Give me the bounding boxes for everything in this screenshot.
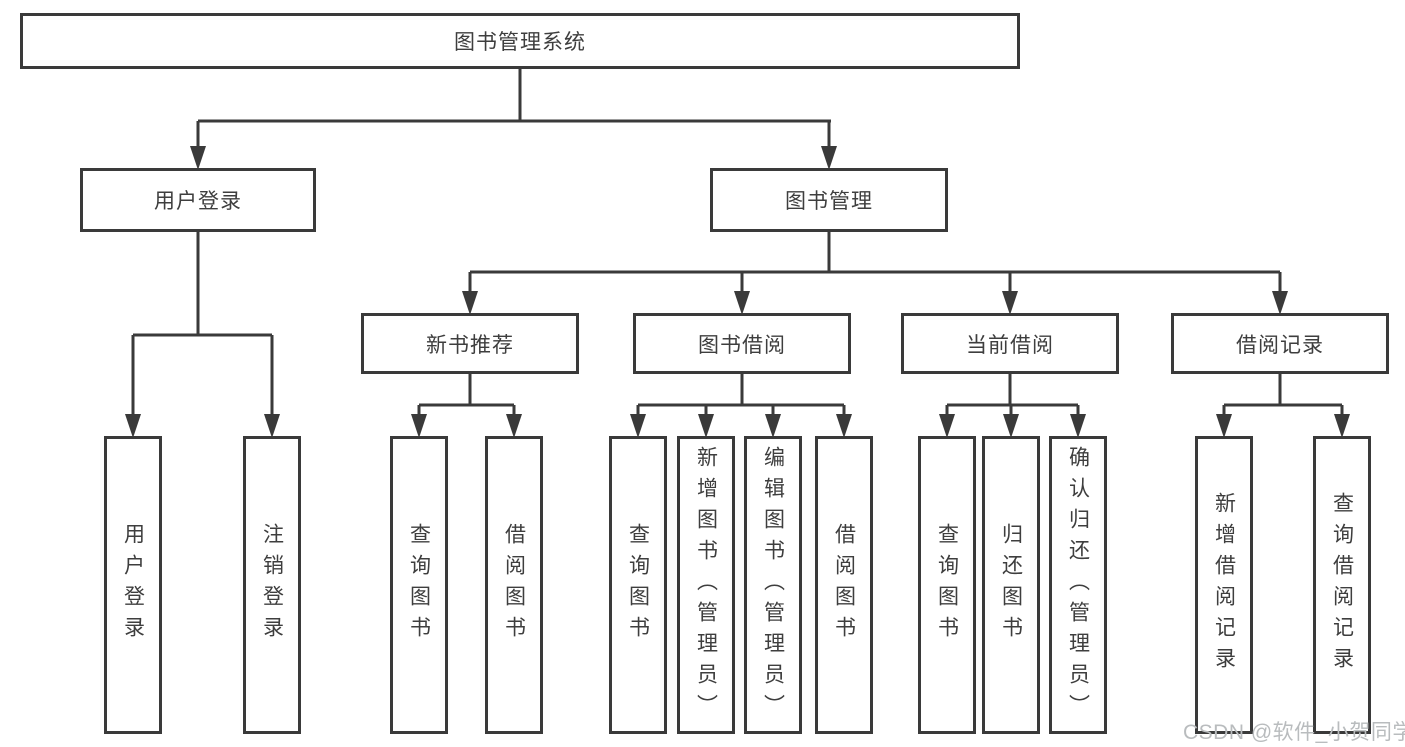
node-new-book-recommend-label: 新书推荐 <box>426 333 514 357</box>
leaf-query-books-borrowing-label: 查询图书 <box>626 523 650 647</box>
csdn-watermark: CSDN @软件_小贺同学 <box>1183 721 1405 744</box>
leaf-user-login-label: 用户登录 <box>121 523 145 647</box>
leaf-borrow-books-borrowing-label: 借阅图书 <box>832 523 856 647</box>
leaf-borrow-books-recommend: 借阅图书 <box>485 436 543 734</box>
node-new-book-recommend: 新书推荐 <box>361 313 579 374</box>
node-user-login-label: 用户登录 <box>154 190 242 213</box>
node-borrowing-records: 借阅记录 <box>1171 313 1389 374</box>
leaf-edit-books-admin: 编辑图书（管理员） <box>744 436 802 734</box>
leaf-logout-label: 注销登录 <box>260 523 284 647</box>
leaf-confirm-return-admin: 确认归还（管理员） <box>1049 436 1107 734</box>
node-book-borrowing: 图书借阅 <box>633 313 851 374</box>
leaf-add-books-admin: 新增图书（管理员） <box>677 436 735 734</box>
node-book-management-label: 图书管理 <box>785 190 873 213</box>
node-book-borrowing-label: 图书借阅 <box>698 333 786 357</box>
leaf-add-borrow-record-label: 新增借阅记录 <box>1212 492 1236 678</box>
leaf-borrow-books-recommend-label: 借阅图书 <box>502 523 526 647</box>
leaf-borrow-books-borrowing: 借阅图书 <box>815 436 873 734</box>
node-user-login: 用户登录 <box>80 168 316 232</box>
leaf-add-books-admin-label: 新增图书（管理员） <box>694 445 718 725</box>
leaf-query-borrow-record: 查询借阅记录 <box>1313 436 1371 734</box>
leaf-query-books-current: 查询图书 <box>918 436 976 734</box>
node-current-borrowing-label: 当前借阅 <box>966 333 1054 357</box>
node-current-borrowing: 当前借阅 <box>901 313 1119 374</box>
leaf-query-books-recommend: 查询图书 <box>390 436 448 734</box>
leaf-query-books-recommend-label: 查询图书 <box>407 523 431 647</box>
node-book-management: 图书管理 <box>710 168 948 232</box>
leaf-user-login: 用户登录 <box>104 436 162 734</box>
node-root: 图书管理系统 <box>20 13 1020 69</box>
leaf-add-borrow-record: 新增借阅记录 <box>1195 436 1253 734</box>
leaf-edit-books-admin-label: 编辑图书（管理员） <box>761 445 785 725</box>
node-root-label: 图书管理系统 <box>454 31 586 54</box>
leaf-query-borrow-record-label: 查询借阅记录 <box>1330 492 1354 678</box>
leaf-confirm-return-admin-label: 确认归还（管理员） <box>1066 445 1090 725</box>
node-borrowing-records-label: 借阅记录 <box>1236 333 1324 357</box>
leaf-query-books-borrowing: 查询图书 <box>609 436 667 734</box>
leaf-return-books-label: 归还图书 <box>999 523 1023 647</box>
leaf-query-books-current-label: 查询图书 <box>935 523 959 647</box>
leaf-logout: 注销登录 <box>243 436 301 734</box>
leaf-return-books: 归还图书 <box>982 436 1040 734</box>
